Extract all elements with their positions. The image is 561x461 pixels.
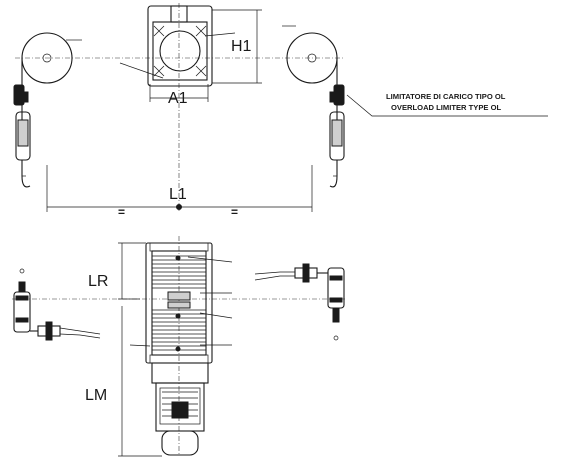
limiter-callout-leader: [346, 94, 548, 117]
front-elevation-view: H1 A1: [13, 3, 548, 219]
equal-sign-left: =: [118, 205, 125, 219]
right-hook-block: [329, 84, 345, 188]
h1-label: H1: [231, 38, 252, 55]
equal-sign-right: =: [231, 205, 238, 219]
callout-line-2: OVERLOAD LIMITER TYPE OL: [391, 103, 501, 112]
lm-label: LM: [85, 387, 107, 404]
hoist-motor: [151, 362, 209, 456]
callout-line-1: LIMITATORE DI CARICO TIPO OL: [386, 92, 506, 101]
hoist-frame: [129, 242, 233, 364]
right-drum: [282, 25, 338, 120]
right-plan-hook: [254, 263, 345, 341]
lr-label: LR: [88, 273, 108, 290]
l1-label: L1: [169, 186, 187, 203]
plan-view: LR LM: [12, 236, 345, 457]
left-hook-block: [13, 84, 31, 188]
left-drum: [21, 32, 82, 120]
left-plan-hook: [13, 268, 101, 341]
hoist-body: [119, 5, 236, 87]
a1-label: A1: [168, 90, 188, 107]
